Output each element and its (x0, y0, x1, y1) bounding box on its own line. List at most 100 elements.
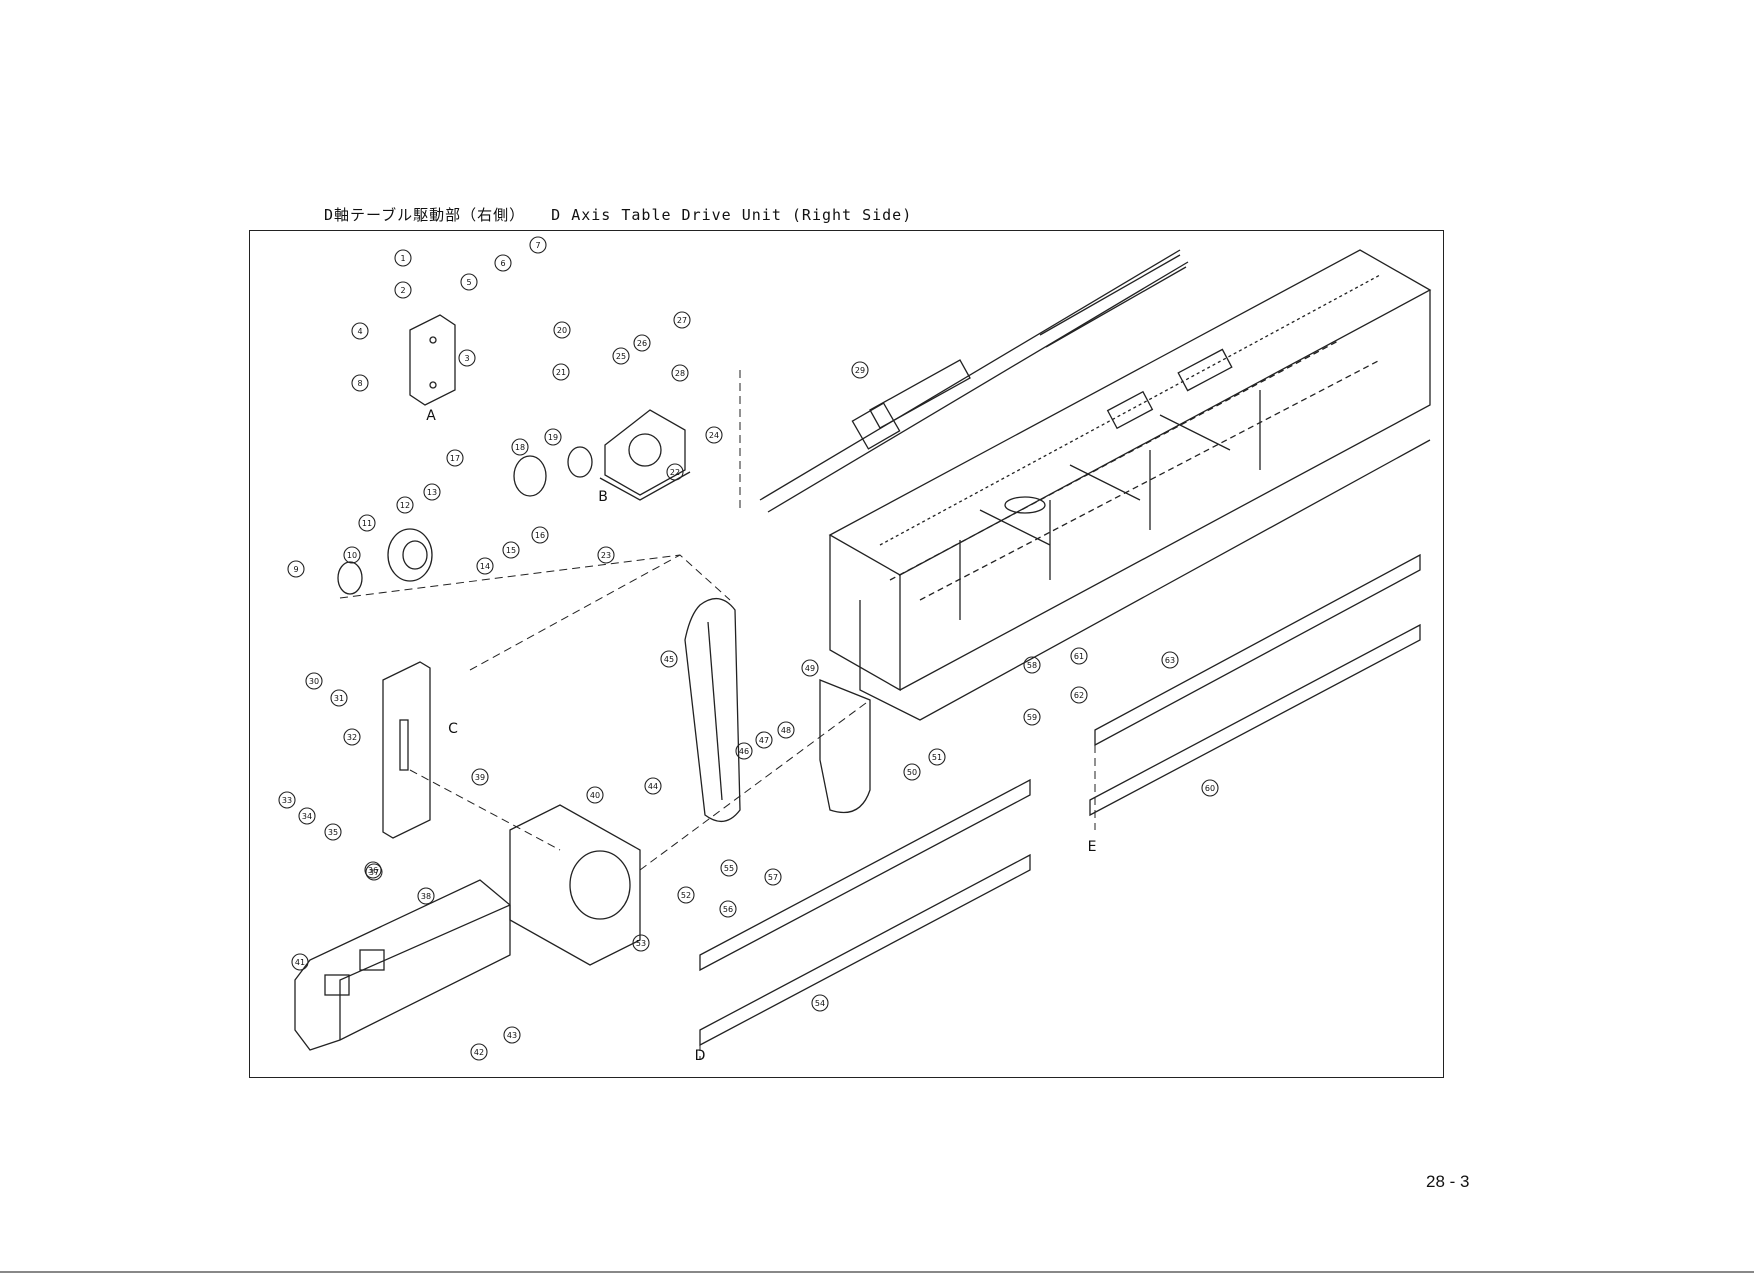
callout-number: 5 (466, 278, 471, 287)
callout-46: 46 (736, 743, 752, 759)
callout-number: 22 (670, 468, 680, 477)
callout-63: 63 (1162, 652, 1178, 668)
callout-28: 28 (672, 365, 688, 381)
callout-number: 17 (450, 454, 460, 463)
callout-number: 38 (421, 892, 431, 901)
callout-number: 8 (357, 379, 362, 388)
servo-motor (295, 880, 510, 1050)
callout-4: 4 (352, 323, 368, 339)
bearing-housing (600, 410, 690, 500)
ref-letter-b: B (598, 489, 608, 505)
callout-12: 12 (397, 497, 413, 513)
callout-number: 26 (637, 339, 647, 348)
timing-belt (685, 599, 740, 822)
callout-9: 9 (288, 561, 304, 577)
callout-21: 21 (553, 364, 569, 380)
callout-62: 62 (1071, 687, 1087, 703)
callout-58: 58 (1024, 657, 1040, 673)
callout-number: 16 (535, 531, 545, 540)
callout-number: 4 (357, 327, 362, 336)
callout-number: 30 (309, 677, 319, 686)
ref-letter-d: D (695, 1048, 706, 1064)
callout-number: 25 (616, 352, 626, 361)
callout-number: 28 (675, 369, 685, 378)
callout-40: 40 (587, 787, 603, 803)
callout-number: 63 (1165, 656, 1175, 665)
callout-number: 62 (1074, 691, 1084, 700)
part-callouts: 1234567891011121314151617181920212223242… (279, 237, 1218, 1060)
callout-16: 16 (532, 527, 548, 543)
callout-48: 48 (778, 722, 794, 738)
callout-number: 58 (1027, 661, 1037, 670)
callout-number: 19 (548, 433, 558, 442)
callout-5: 5 (461, 274, 477, 290)
callout-number: 39 (475, 773, 485, 782)
callout-49: 49 (802, 660, 818, 676)
callout-number: 55 (724, 864, 734, 873)
callout-number: 13 (427, 488, 437, 497)
callout-10: 10 (344, 547, 360, 563)
callout-41: 41 (292, 954, 308, 970)
callout-1: 1 (395, 250, 411, 266)
callout-number: 33 (282, 796, 292, 805)
callout-57: 57 (765, 869, 781, 885)
callout-61: 61 (1071, 648, 1087, 664)
bracket-a (410, 315, 455, 405)
callout-55: 55 (721, 860, 737, 876)
callout-number: 34 (302, 812, 312, 821)
callout-number: 43 (507, 1031, 517, 1040)
callout-number: 57 (768, 873, 778, 882)
callout-33: 33 (279, 792, 295, 808)
callout-44: 44 (645, 778, 661, 794)
callout-31: 31 (331, 690, 347, 706)
callout-number: 48 (781, 726, 791, 735)
callout-number: 24 (709, 431, 719, 440)
callout-number: 1 (400, 254, 405, 263)
callout-6: 6 (495, 255, 511, 271)
callout-34: 34 (299, 808, 315, 824)
callout-42: 42 (471, 1044, 487, 1060)
callout-number: 6 (500, 259, 505, 268)
callout-number: 49 (805, 664, 815, 673)
callout-7: 7 (530, 237, 546, 253)
callout-number: 9 (293, 565, 298, 574)
ball-screw (760, 250, 1188, 512)
callout-52: 52 (678, 887, 694, 903)
callout-number: 37 (369, 868, 379, 877)
callout-number: 12 (400, 501, 410, 510)
callout-2: 2 (395, 282, 411, 298)
callout-11: 11 (359, 515, 375, 531)
callout-15: 15 (503, 542, 519, 558)
callout-number: 29 (855, 366, 865, 375)
callout-26: 26 (634, 335, 650, 351)
callout-number: 14 (480, 562, 490, 571)
callout-number: 61 (1074, 652, 1084, 661)
ref-letter-e: E (1088, 839, 1097, 855)
callout-number: 41 (295, 958, 305, 967)
callout-number: 51 (932, 753, 942, 762)
callout-number: 45 (664, 655, 674, 664)
belt-cover (820, 680, 870, 813)
callout-20: 20 (554, 322, 570, 338)
callout-number: 35 (328, 828, 338, 837)
callout-59: 59 (1024, 709, 1040, 725)
callout-38: 38 (418, 888, 434, 904)
callout-54: 54 (812, 995, 828, 1011)
callout-47: 47 (756, 732, 772, 748)
callout-50: 50 (904, 764, 920, 780)
callout-23: 23 (598, 547, 614, 563)
callout-number: 53 (636, 939, 646, 948)
callout-number: 11 (362, 519, 372, 528)
callout-number: 20 (557, 326, 567, 335)
callout-number: 40 (590, 791, 600, 800)
gib-rails (700, 555, 1420, 1045)
callout-60: 60 (1202, 780, 1218, 796)
callout-number: 54 (815, 999, 825, 1008)
callout-number: 42 (474, 1048, 484, 1057)
callout-number: 15 (506, 546, 516, 555)
callout-number: 56 (723, 905, 733, 914)
callout-number: 23 (601, 551, 611, 560)
callout-53: 53 (633, 935, 649, 951)
callout-45: 45 (661, 651, 677, 667)
